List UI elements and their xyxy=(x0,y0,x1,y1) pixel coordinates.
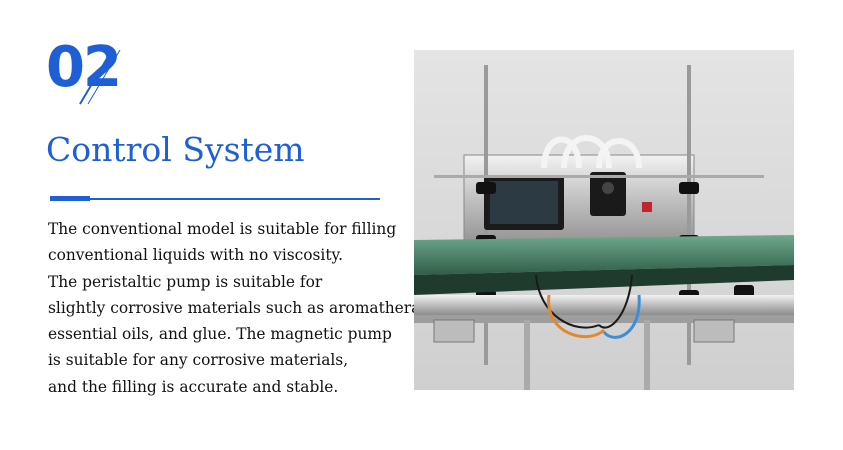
description-line: essential oils, and glue. The magnetic p… xyxy=(48,325,392,344)
product-photo xyxy=(414,50,794,390)
description-line: slightly corrosive materials such as aro… xyxy=(48,298,442,317)
description-line: conventional liquids with no viscosity. xyxy=(48,246,344,265)
description-line: The peristaltic pump is suitable for xyxy=(48,272,323,291)
title-divider xyxy=(50,198,380,200)
page-title: Control System xyxy=(46,130,305,169)
description-line: The conventional model is suitable for f… xyxy=(48,220,397,238)
title-divider-accent xyxy=(50,196,90,201)
description: The conventional model is suitable for f… xyxy=(48,216,442,400)
description-line: is suitable for any corrosive materials, xyxy=(48,351,349,370)
slash-decoration-icon xyxy=(79,49,121,105)
description-line: and the filling is accurate and stable. xyxy=(48,377,339,396)
filling-machine-icon xyxy=(414,50,794,390)
